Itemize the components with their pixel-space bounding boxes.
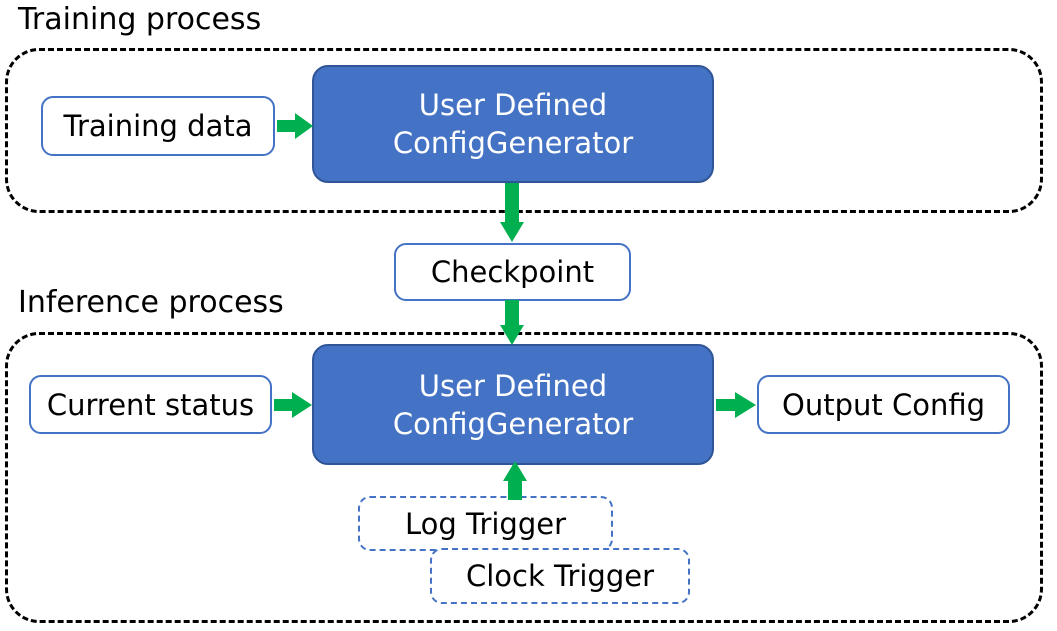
node-current-status[interactable]: Current status <box>29 375 272 434</box>
group-caption-training: Training process <box>18 2 262 37</box>
group-container-training <box>5 48 1043 213</box>
node-clock-trigger[interactable]: Clock Trigger <box>430 548 690 604</box>
node-output-config[interactable]: Output Config <box>757 375 1010 434</box>
node-checkpoint[interactable]: Checkpoint <box>394 243 631 301</box>
node-train-config-generator-line1: User Defined <box>418 88 608 122</box>
node-inference-config-generator-line2: ConfigGenerator <box>392 406 634 441</box>
node-inference-config-generator[interactable]: User Defined ConfigGenerator <box>312 344 714 465</box>
node-training-data[interactable]: Training data <box>41 96 275 156</box>
node-log-trigger[interactable]: Log Trigger <box>358 496 613 551</box>
node-inference-config-generator-line1: User Defined <box>418 368 608 403</box>
group-caption-inference: Inference process <box>18 285 284 320</box>
group-container-inference <box>5 332 1043 623</box>
node-train-config-generator[interactable]: User Defined ConfigGenerator <box>312 65 714 183</box>
node-train-config-generator-line2: ConfigGenerator <box>392 126 634 160</box>
